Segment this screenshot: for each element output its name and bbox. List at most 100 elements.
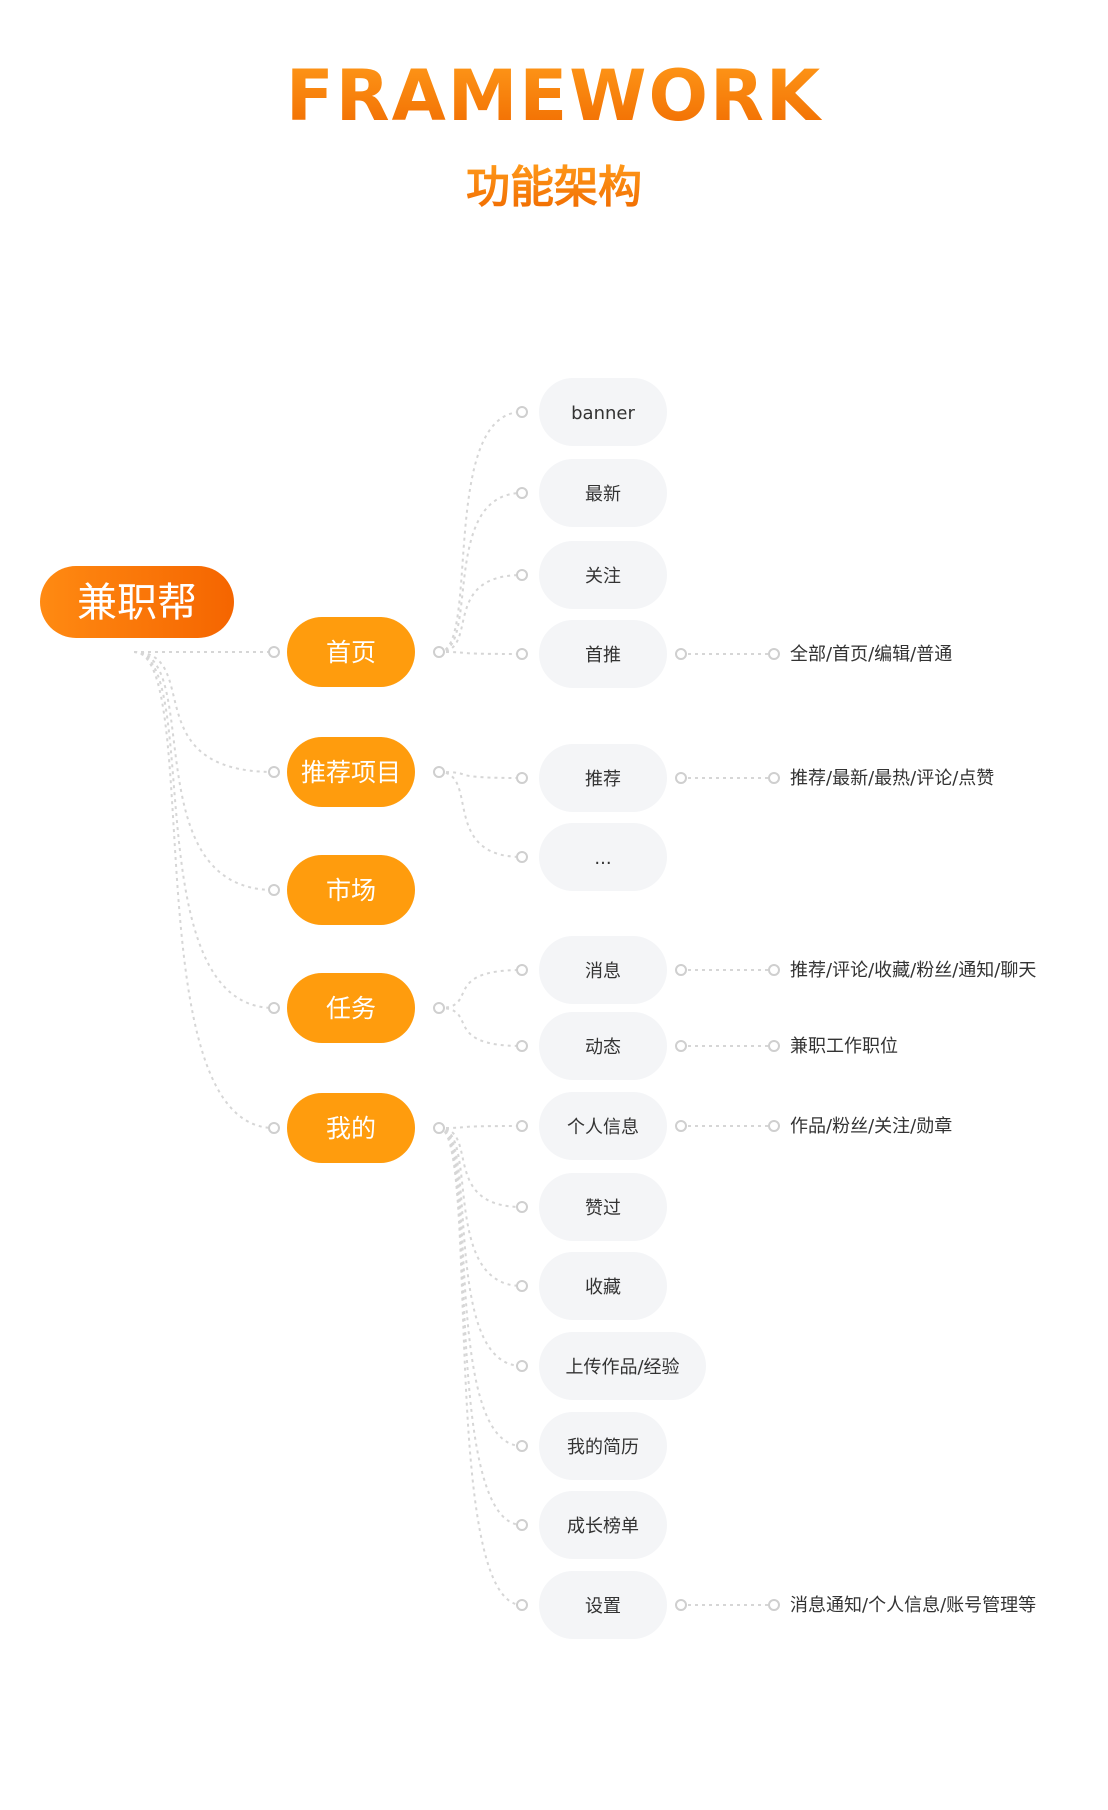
level1-node-label: 首页 — [326, 638, 376, 667]
link-n4-n4-3 — [438, 1127, 523, 1367]
level2-out-port — [675, 1120, 687, 1132]
detail-port — [768, 1120, 780, 1132]
link-n4-n4-0 — [438, 1125, 523, 1129]
level1-node-label: 推荐项目 — [301, 758, 401, 787]
level2-node-label: 成长榜单 — [567, 1516, 639, 1537]
page-title: FRAMEWORK — [286, 55, 823, 137]
level1-out-port — [433, 1122, 445, 1134]
link-n0-n0-1 — [438, 492, 523, 653]
level2-in-port — [516, 772, 528, 784]
detail-label-n0-3: 全部/首页/编辑/普通 — [790, 644, 952, 665]
level2-node-n4-5 — [539, 1491, 667, 1559]
link-n4-n4-1 — [438, 1127, 523, 1208]
diagram-nodes: 兼职帮首页banner最新关注首推全部/首页/编辑/普通推荐项目推荐推荐/最新/… — [40, 378, 1036, 1639]
level1-node-n2 — [287, 855, 415, 925]
level1-in-port — [268, 1122, 280, 1134]
level2-node-label: 首推 — [585, 645, 621, 666]
link-n3-n3-1 — [438, 1007, 523, 1047]
level2-out-port — [675, 1040, 687, 1052]
link-n0-n0-0 — [438, 411, 523, 653]
level2-node-n1-0 — [539, 744, 667, 812]
level1-out-port — [433, 766, 445, 778]
link-root-n4 — [133, 651, 275, 1129]
level1-node-n0 — [287, 617, 415, 687]
level2-node-label: 收藏 — [585, 1277, 621, 1298]
level2-in-port — [516, 1519, 528, 1531]
level2-node-label: 推荐 — [585, 769, 621, 790]
root-node — [40, 566, 234, 638]
level2-node-label: 设置 — [585, 1596, 621, 1617]
level2-in-port — [516, 1280, 528, 1292]
level2-in-port — [516, 964, 528, 976]
level2-node-n1-1 — [539, 823, 667, 891]
level2-in-port — [516, 1120, 528, 1132]
level2-node-label: 上传作品/经验 — [565, 1357, 679, 1378]
link-n4-n4-4 — [438, 1127, 523, 1447]
level2-in-port — [516, 1201, 528, 1213]
level2-in-port — [516, 569, 528, 581]
level2-node-n0-3 — [539, 620, 667, 688]
level2-in-port — [516, 406, 528, 418]
detail-label-n4-0: 作品/粉丝/关注/勋章 — [790, 1116, 952, 1137]
level2-node-n0-0 — [539, 378, 667, 446]
level1-node-n4 — [287, 1093, 415, 1163]
level2-node-n0-1 — [539, 459, 667, 527]
level2-out-port — [675, 648, 687, 660]
detail-port — [768, 1599, 780, 1611]
level2-in-port — [516, 1440, 528, 1452]
level2-in-port — [516, 1599, 528, 1611]
level1-node-label: 任务 — [326, 994, 376, 1023]
link-n1-n1-1 — [438, 771, 523, 858]
level2-node-n4-0 — [539, 1092, 667, 1160]
link-root-n3 — [133, 651, 275, 1009]
level1-node-label: 我的 — [326, 1114, 376, 1143]
level2-node-label: 个人信息 — [567, 1117, 639, 1138]
link-root-n2 — [133, 651, 275, 891]
level2-node-label: ... — [594, 848, 611, 869]
level2-in-port — [516, 487, 528, 499]
level2-node-n4-3 — [539, 1332, 706, 1400]
level2-in-port — [516, 1360, 528, 1372]
level2-node-label: 动态 — [585, 1037, 621, 1058]
page-subtitle: 功能架构 — [466, 162, 642, 213]
link-n0-n0-2 — [438, 574, 523, 653]
level1-node-label: 市场 — [326, 876, 376, 905]
level2-node-label: 我的简历 — [567, 1437, 639, 1458]
detail-label-n4-6: 消息通知/个人信息/账号管理等 — [790, 1595, 1036, 1616]
level2-node-n4-1 — [539, 1173, 667, 1241]
level2-node-n4-6 — [539, 1571, 667, 1639]
detail-port — [768, 1040, 780, 1052]
level2-out-port — [675, 1599, 687, 1611]
level2-node-label: 消息 — [585, 961, 621, 982]
level2-in-port — [516, 851, 528, 863]
detail-port — [768, 648, 780, 660]
link-root-n1 — [133, 651, 275, 773]
level1-out-port — [433, 646, 445, 658]
level2-node-label: banner — [571, 403, 635, 424]
level2-node-n3-1 — [539, 1012, 667, 1080]
connector-lines — [133, 411, 774, 1606]
level2-in-port — [516, 1040, 528, 1052]
level2-node-n3-0 — [539, 936, 667, 1004]
level1-out-port — [433, 1002, 445, 1014]
link-n4-n4-2 — [438, 1127, 523, 1287]
detail-label-n3-1: 兼职工作职位 — [790, 1036, 898, 1057]
level1-node-n3 — [287, 973, 415, 1043]
link-n4-n4-6 — [438, 1127, 523, 1606]
detail-port — [768, 772, 780, 784]
detail-port — [768, 964, 780, 976]
level2-node-label: 赞过 — [585, 1198, 621, 1219]
level2-node-label: 关注 — [585, 566, 621, 587]
level2-in-port — [516, 648, 528, 660]
detail-label-n3-0: 推荐/评论/收藏/粉丝/通知/聊天 — [790, 960, 1036, 981]
link-n0-n0-3 — [438, 651, 523, 655]
level1-in-port — [268, 1002, 280, 1014]
level1-in-port — [268, 884, 280, 896]
level1-node-n1 — [287, 737, 415, 807]
level2-out-port — [675, 772, 687, 784]
level2-node-n0-2 — [539, 541, 667, 609]
level1-in-port — [268, 766, 280, 778]
level2-node-n4-4 — [539, 1412, 667, 1480]
detail-label-n1-0: 推荐/最新/最热/评论/点赞 — [790, 768, 994, 789]
